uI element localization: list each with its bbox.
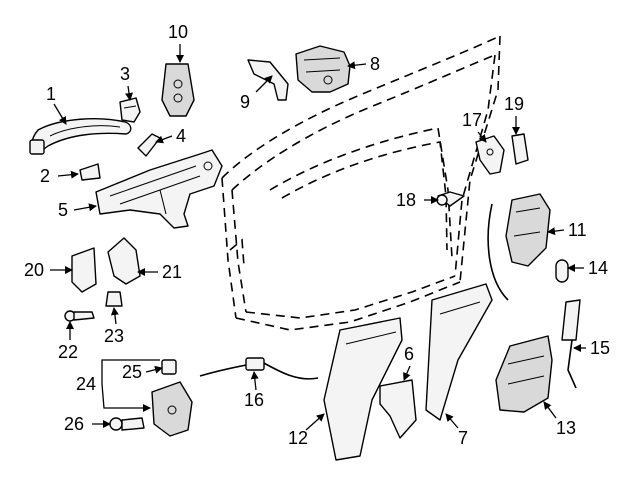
callout-11: 11: [568, 220, 587, 240]
gasket-4: [137, 133, 161, 157]
lock-cylinder-15: [561, 299, 581, 389]
callout-22: 22: [58, 342, 78, 362]
callout-14: 14: [588, 258, 608, 278]
callout-labels: 1 2 3 4 5 6 7 8 9 10 11 12 13 14 15 16 1…: [24, 22, 610, 448]
callout-24: 24: [76, 374, 96, 394]
callout-5: 5: [58, 200, 68, 220]
callout-3: 3: [120, 64, 130, 84]
callout-6: 6: [404, 344, 414, 364]
lock-module: [295, 45, 351, 93]
callout-4: 4: [176, 126, 186, 146]
leader-lines: [50, 44, 586, 431]
door-outline: [221, 35, 501, 331]
screw-26: [109, 417, 145, 431]
callout-23: 23: [104, 326, 124, 346]
screw-22: [64, 310, 95, 322]
callout-15: 15: [590, 338, 610, 358]
bracket-3: [119, 97, 141, 123]
seal-panel-7: [425, 283, 493, 421]
callout-2: 2: [40, 166, 50, 186]
callout-1: 1: [46, 84, 56, 104]
callout-13: 13: [556, 418, 576, 438]
callout-25: 25: [122, 362, 142, 382]
fastener-23: [105, 291, 123, 307]
callout-21: 21: [162, 262, 182, 282]
lock-housing-24: [151, 381, 193, 437]
callout-20: 20: [24, 260, 44, 280]
screw-18: [436, 191, 465, 207]
bracket-20: [71, 247, 97, 293]
key-fob: [161, 63, 195, 117]
callout-7: 7: [458, 428, 468, 448]
plate-19: [511, 133, 529, 165]
callout-17: 17: [462, 110, 482, 130]
callout-10: 10: [168, 22, 188, 42]
latch-assembly: [495, 335, 553, 413]
outside-handle: [29, 118, 132, 155]
cable-16: [199, 357, 319, 380]
callout-9: 9: [240, 92, 250, 112]
bracket-21: [107, 237, 141, 285]
bolt-25: [161, 359, 177, 375]
bracket-6: [379, 379, 417, 439]
callout-8: 8: [370, 54, 380, 74]
door-latch: [487, 193, 551, 301]
handle-carrier: [95, 149, 223, 229]
callout-18: 18: [396, 190, 416, 210]
cap-14: [555, 259, 569, 283]
callout-16: 16: [244, 390, 264, 410]
callout-12: 12: [288, 428, 308, 448]
callout-26: 26: [64, 414, 84, 434]
handle-cap: [79, 163, 101, 181]
panel-12: [323, 317, 403, 461]
striker-bracket: [475, 135, 505, 175]
callout-19: 19: [504, 94, 524, 114]
